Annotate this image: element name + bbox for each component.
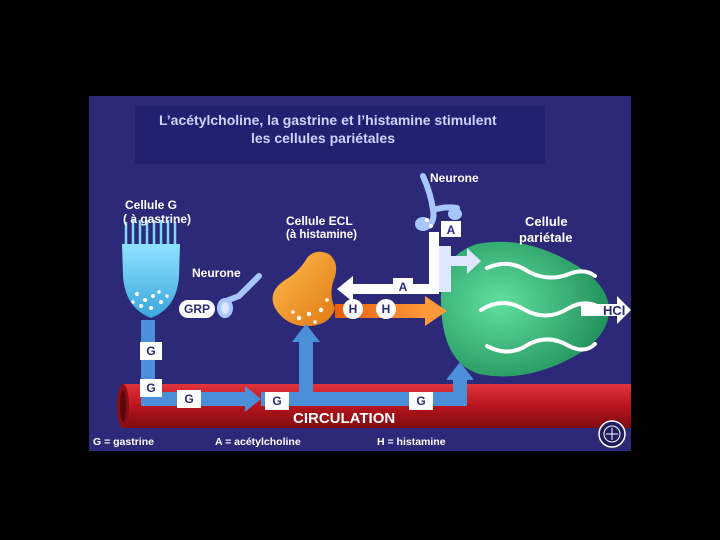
parietal-label-line2: pariétale	[519, 230, 573, 245]
title-box: L’acétylcholine, la gastrine et l’histam…	[135, 106, 545, 164]
diagram-graphics: GRP	[117, 173, 631, 448]
badge-g-horizontal-1: G	[177, 390, 201, 408]
badge-h-2: H	[376, 299, 396, 319]
cellule-g-label-line1: Cellule G	[125, 198, 178, 212]
badge-h-1: H	[343, 299, 363, 319]
svg-text:G: G	[416, 394, 425, 408]
grp-badge: GRP	[179, 300, 215, 318]
ecl-label-line1: Cellule ECL	[286, 214, 353, 228]
diagram-slide: L’acétylcholine, la gastrine et l’histam…	[89, 96, 631, 451]
badge-g-corner: G	[140, 379, 162, 397]
svg-text:G: G	[146, 381, 155, 395]
neurone-top	[415, 173, 462, 231]
badge-g-vertical: G	[140, 342, 162, 360]
parietal-label-line1: Cellule	[525, 214, 568, 229]
svg-text:A: A	[447, 223, 456, 237]
neurone-top-label: Neurone	[430, 171, 479, 185]
ecl-label: Cellule ECL (à histamine)	[286, 214, 357, 242]
badge-g-horizontal-2: G	[265, 392, 289, 410]
title-line-2: les cellules pariétales	[251, 130, 395, 146]
cellule-g-label: Cellule G ( à gastrine)	[123, 198, 191, 226]
g-cell	[122, 220, 180, 318]
svg-text:G: G	[184, 392, 193, 406]
cellule-g-label-line2: ( à gastrine)	[123, 212, 192, 226]
svg-text:H: H	[382, 302, 391, 316]
legend-gastrine: G = gastrine	[93, 436, 154, 448]
svg-text:H: H	[349, 302, 358, 316]
svg-text:GRP: GRP	[184, 302, 210, 316]
ecl-cell	[272, 251, 337, 327]
hcl-label: HCl	[603, 303, 625, 318]
neurone-left-label: Neurone	[192, 266, 241, 280]
legend-histamine: H = histamine	[377, 436, 446, 448]
logo-seal-icon	[598, 420, 626, 448]
svg-text:A: A	[399, 280, 408, 294]
title-line-1: L’acétylcholine, la gastrine et l’histam…	[159, 112, 497, 128]
circulation-label: CIRCULATION	[293, 410, 395, 427]
ecl-label-line2: (à histamine)	[286, 229, 357, 241]
svg-text:G: G	[272, 394, 281, 408]
parietal-label: Cellule pariétale	[519, 214, 572, 246]
hcl-arrow	[581, 296, 631, 324]
badge-a-mid: A	[393, 278, 413, 294]
badge-g-horizontal-3: G	[409, 392, 433, 410]
legend-acetylcholine: A = acétylcholine	[215, 436, 301, 448]
parietal-cell	[440, 241, 609, 377]
badge-a-top: A	[441, 221, 461, 237]
neurone-left	[217, 273, 262, 318]
svg-text:G: G	[146, 344, 155, 358]
